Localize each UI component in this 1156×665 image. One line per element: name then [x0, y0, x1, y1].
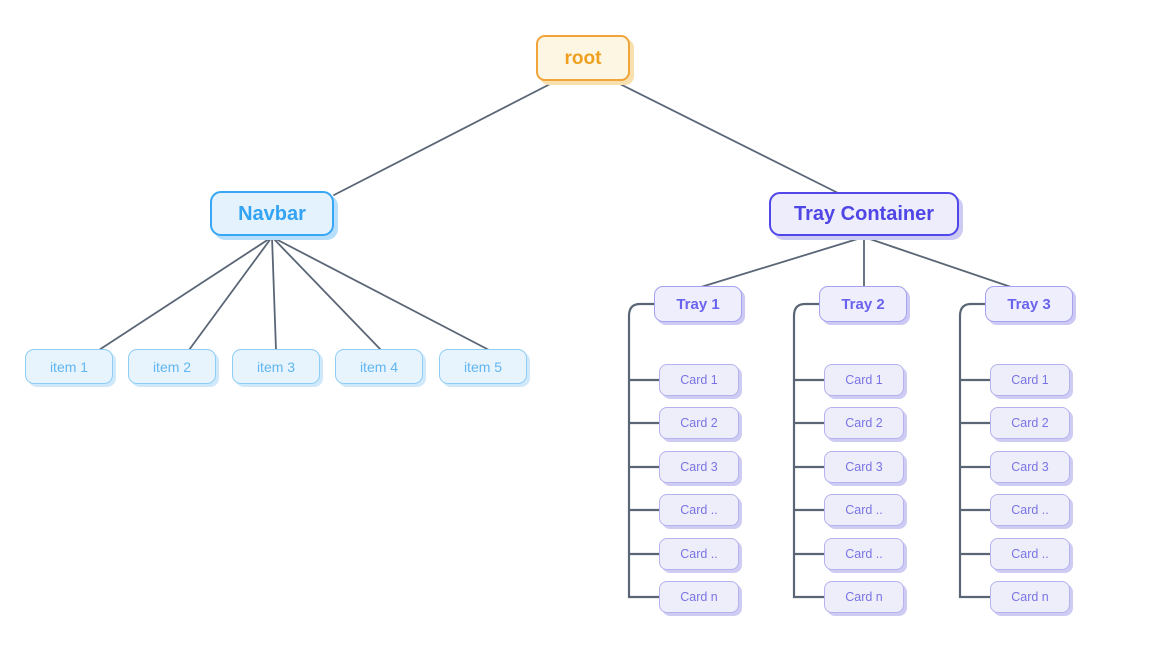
- edge-navbar-item-1: [98, 236, 273, 351]
- node-item-3[interactable]: item 3: [232, 349, 320, 384]
- node-tray-3-card-2[interactable]: Card 2: [990, 407, 1070, 439]
- rail-tray-1: [627, 302, 661, 599]
- node-tray-container[interactable]: Tray Container: [769, 192, 959, 236]
- node-tray-2-card-n[interactable]: Card n: [824, 581, 904, 613]
- edge-navbar-item-4: [271, 236, 382, 351]
- node-tray-1-card-1[interactable]: Card 1: [659, 364, 739, 396]
- edge-root-tray-container: [613, 80, 839, 194]
- node-item-5[interactable]: item 5: [439, 349, 527, 384]
- node-item-2[interactable]: item 2: [128, 349, 216, 384]
- node-tray-2-card-5[interactable]: Card ..: [824, 538, 904, 570]
- node-tray-3-card-5[interactable]: Card ..: [990, 538, 1070, 570]
- node-root[interactable]: root: [536, 35, 630, 81]
- node-tray-1-card-4[interactable]: Card ..: [659, 494, 739, 526]
- rail-tray-3: [958, 302, 992, 599]
- node-tray-2-card-1[interactable]: Card 1: [824, 364, 904, 396]
- edge-traycontainer-tray-3: [863, 236, 1012, 288]
- edge-navbar-item-3: [271, 236, 277, 351]
- edge-root-navbar: [333, 80, 557, 196]
- node-tray-1-card-5[interactable]: Card ..: [659, 538, 739, 570]
- node-tray-2-card-4[interactable]: Card ..: [824, 494, 904, 526]
- node-item-4[interactable]: item 4: [335, 349, 423, 384]
- node-tray-1-card-n[interactable]: Card n: [659, 581, 739, 613]
- node-tray-3-card-3[interactable]: Card 3: [990, 451, 1070, 483]
- node-tray-2-card-3[interactable]: Card 3: [824, 451, 904, 483]
- node-tray-1[interactable]: Tray 1: [654, 286, 742, 322]
- node-tray-2-card-2[interactable]: Card 2: [824, 407, 904, 439]
- rail-tray-2: [792, 302, 826, 599]
- node-tray-3-card-1[interactable]: Card 1: [990, 364, 1070, 396]
- node-navbar[interactable]: Navbar: [210, 191, 334, 236]
- node-tray-3-card-n[interactable]: Card n: [990, 581, 1070, 613]
- edge-traycontainer-tray-1: [700, 236, 865, 288]
- node-tray-3-card-4[interactable]: Card ..: [990, 494, 1070, 526]
- node-tray-3[interactable]: Tray 3: [985, 286, 1073, 322]
- node-tray-1-card-2[interactable]: Card 2: [659, 407, 739, 439]
- edge-navbar-item-2: [188, 236, 273, 351]
- edge-navbar-item-5: [271, 236, 490, 351]
- node-tray-2[interactable]: Tray 2: [819, 286, 907, 322]
- node-item-1[interactable]: item 1: [25, 349, 113, 384]
- node-tray-1-card-3[interactable]: Card 3: [659, 451, 739, 483]
